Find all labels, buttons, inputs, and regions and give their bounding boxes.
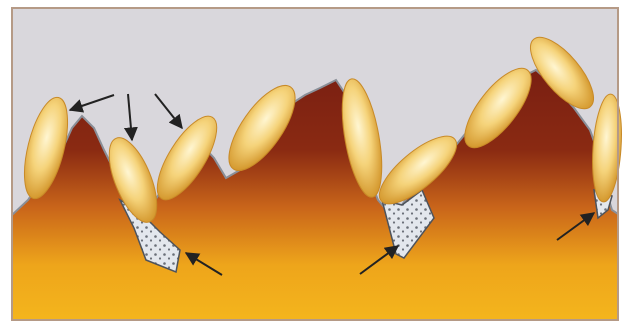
diagram-frame <box>0 0 627 325</box>
surface-diagram <box>0 0 627 325</box>
